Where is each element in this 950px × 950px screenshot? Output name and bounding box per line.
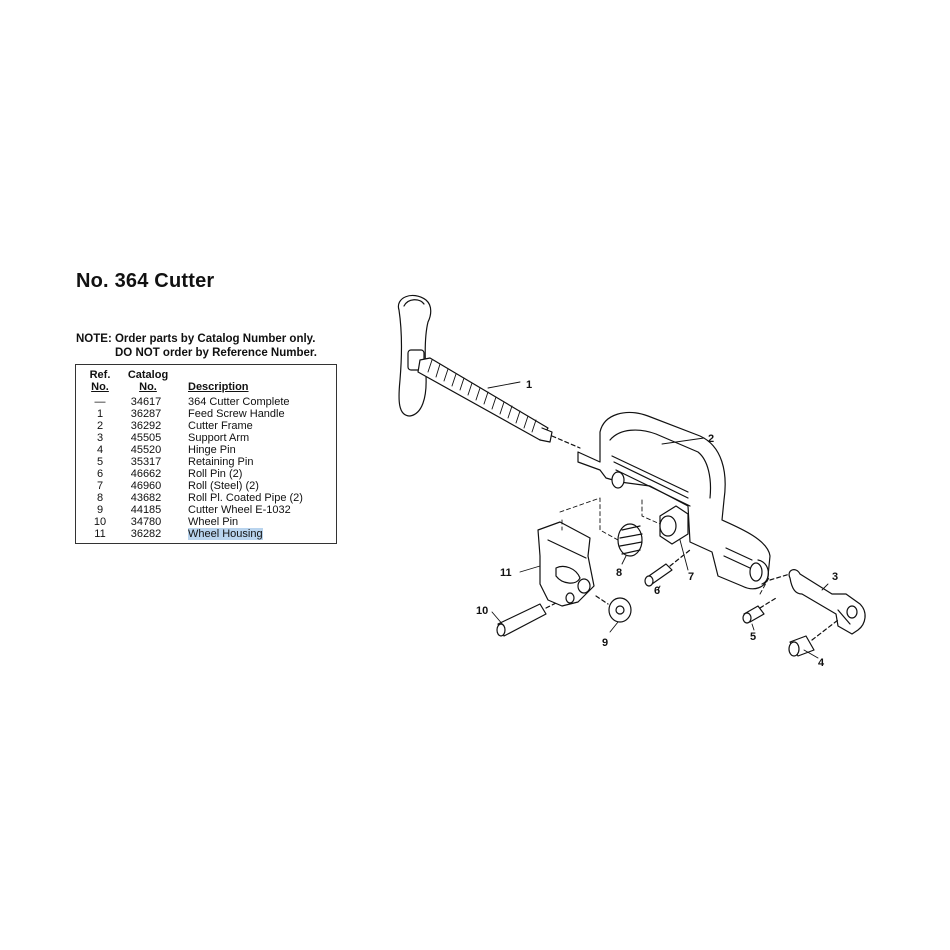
description-cell: Cutter Wheel E-1032	[188, 504, 291, 516]
ref-cell: 5	[96, 456, 104, 468]
wheel-housing-part	[537, 521, 595, 607]
callout-4: 4	[818, 657, 825, 669]
table-row: — 34617 364 Cutter Complete	[76, 396, 336, 408]
header-catalog-line2: No.	[139, 381, 157, 393]
catalog-cell: 34780	[130, 516, 162, 528]
description-cell: Hinge Pin	[188, 444, 236, 456]
table-row: 2 36292 Cutter Frame	[76, 420, 336, 432]
table-row: 7 46960 Roll (Steel) (2)	[76, 480, 336, 492]
catalog-cell: 36287	[130, 408, 162, 420]
description-cell: Feed Screw Handle	[188, 408, 285, 420]
table-row: 10 34780 Wheel Pin	[76, 516, 336, 528]
note-line-1: NOTE: Order parts by Catalog Number only…	[76, 333, 316, 345]
callout-9: 9	[602, 637, 608, 649]
coated-roll-part	[617, 523, 643, 557]
note-line-2: DO NOT order by Reference Number.	[115, 347, 317, 359]
table-row: 5 35317 Retaining Pin	[76, 456, 336, 468]
ref-cell: 11	[94, 528, 106, 540]
callout-1: 1	[526, 379, 532, 391]
catalog-cell: 35317	[130, 456, 162, 468]
description-cell: Roll (Steel) (2)	[188, 480, 259, 492]
callout-10: 10	[476, 605, 488, 617]
header-catalog-line1: Catalog	[127, 369, 169, 381]
catalog-cell: 44185	[130, 504, 162, 516]
description-cell: Cutter Frame	[188, 420, 253, 432]
callout-11: 11	[500, 567, 512, 579]
callout-numbers: 1 2 3 4 5 6 7 8 9 10 11	[476, 379, 838, 669]
description-cell: Roll Pl. Coated Pipe (2)	[188, 492, 303, 504]
header-description-label: Description	[188, 381, 249, 393]
assembly-guide-lines	[559, 497, 771, 595]
callout-8: 8	[616, 567, 622, 579]
roll-pin-part	[644, 549, 691, 587]
description-cell: Roll Pin (2)	[188, 468, 243, 480]
ref-cell: 7	[96, 480, 104, 492]
ref-cell: —	[94, 396, 106, 408]
table-row: 11 36282 Wheel Housing	[76, 528, 336, 540]
callout-7: 7	[688, 571, 694, 583]
callout-6: 6	[654, 585, 660, 597]
description-cell: Wheel Housing	[188, 528, 263, 540]
table-row: 4 45520 Hinge Pin	[76, 444, 336, 456]
table-row: 3 45505 Support Arm	[76, 432, 336, 444]
callout-leaders	[487, 381, 829, 659]
ref-cell: 8	[96, 492, 104, 504]
catalog-cell: 43682	[130, 492, 162, 504]
table-row: 6 46662 Roll Pin (2)	[76, 468, 336, 480]
table-row: 8 43682 Roll Pl. Coated Pipe (2)	[76, 492, 336, 504]
table-row: 1 36287 Feed Screw Handle	[76, 408, 336, 420]
order-note: NOTE: Order parts by Catalog Number only…	[76, 332, 317, 360]
header-catalog: Catalog No.	[124, 369, 172, 393]
ref-cell: 9	[96, 504, 104, 516]
header-ref: Ref. No.	[86, 369, 114, 393]
description-cell: 364 Cutter Complete	[188, 396, 290, 408]
ref-cell: 3	[96, 432, 104, 444]
cutter-wheel-part	[595, 595, 632, 623]
header-ref-line1: Ref.	[89, 369, 111, 381]
catalog-cell: 46960	[130, 480, 162, 492]
ref-cell: 4	[96, 444, 104, 456]
catalog-cell: 45520	[130, 444, 162, 456]
retaining-pin-part	[742, 597, 777, 624]
feed-screw-handle-part	[397, 295, 581, 449]
ref-cell: 2	[96, 420, 104, 432]
catalog-cell: 36282	[130, 528, 162, 540]
ref-cell: 10	[93, 516, 107, 528]
header-description: Description	[188, 381, 249, 393]
callout-3: 3	[832, 571, 838, 583]
catalog-cell: 34617	[130, 396, 162, 408]
description-cell: Retaining Pin	[188, 456, 254, 468]
catalog-cell: 46662	[130, 468, 162, 480]
ref-cell: 6	[96, 468, 104, 480]
table-row: 9 44185 Cutter Wheel E-1032	[76, 504, 336, 516]
page-title: No. 364 Cutter	[76, 270, 215, 292]
catalog-cell: 45505	[130, 432, 162, 444]
support-arm-part	[769, 569, 866, 635]
description-cell: Support Arm	[188, 432, 250, 444]
catalog-cell: 36292	[130, 420, 162, 432]
cutter-frame-part	[577, 411, 771, 590]
hinge-pin-part	[788, 619, 839, 657]
ref-cell: 1	[96, 408, 104, 420]
description-cell: Wheel Pin	[188, 516, 239, 528]
callout-2: 2	[708, 433, 714, 445]
callout-5: 5	[750, 631, 756, 643]
wheel-pin-part	[496, 599, 563, 637]
header-ref-line2: No.	[91, 381, 109, 393]
steel-roll-part	[659, 505, 689, 545]
